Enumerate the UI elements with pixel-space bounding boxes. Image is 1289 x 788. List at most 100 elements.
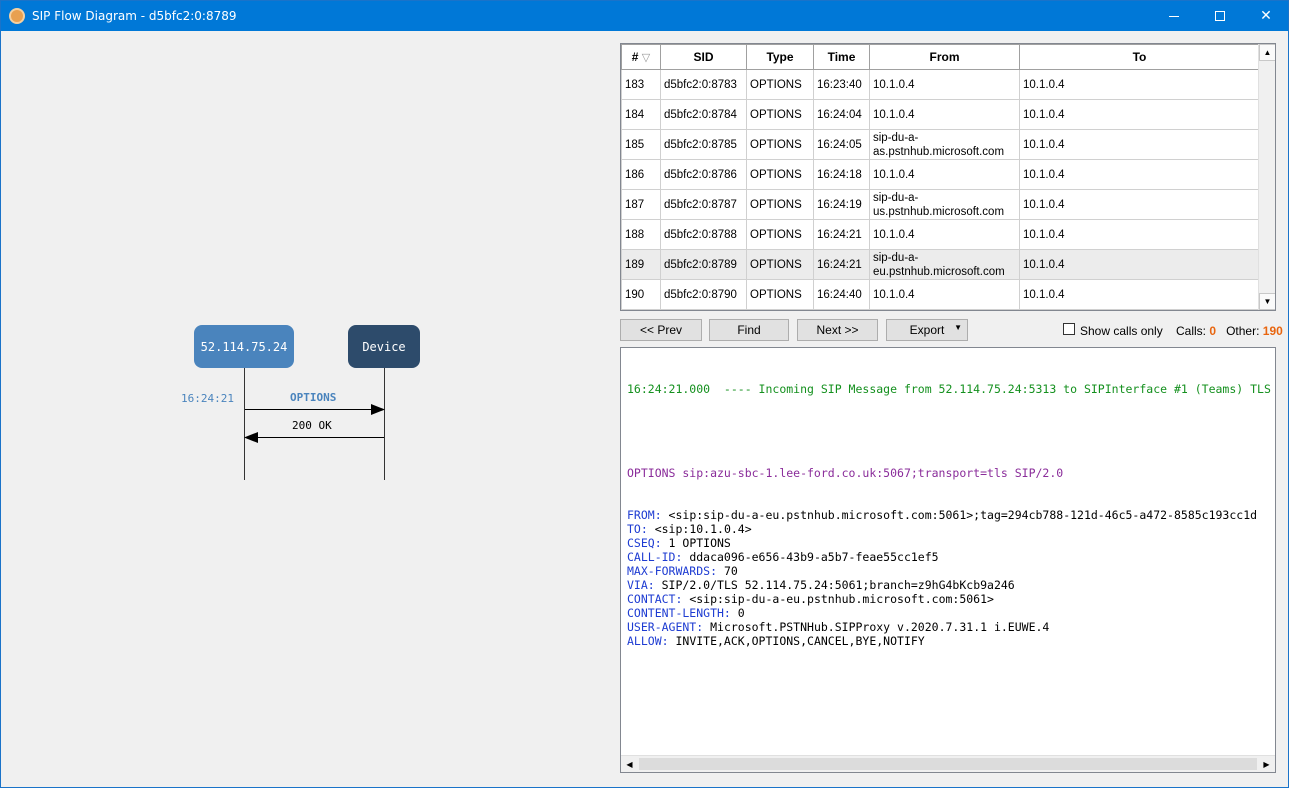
cell-type: OPTIONS (746, 159, 814, 190)
sip-header-line: CALL-ID: ddaca096-e656-43b9-a5b7-feae55c… (627, 550, 1271, 564)
sip-header-name: MAX-FORWARDS: (627, 564, 718, 578)
cell-from: sip-du-a-eu.pstnhub.microsoft.com (869, 249, 1020, 280)
column-header-to[interactable]: To (1019, 44, 1260, 70)
cell-from: sip-du-a-us.pstnhub.microsoft.com (869, 189, 1020, 220)
flow-diagram: 52.114.75.24 Device 16:24:21 OPTIONS 200… (1, 31, 613, 787)
maximize-icon (1215, 11, 1225, 21)
next-button[interactable]: Next >> (797, 319, 878, 341)
sip-header-value: SIP/2.0/TLS 52.114.75.24:5061;branch=z9h… (654, 578, 1015, 592)
column-header-sid[interactable]: SID (660, 44, 747, 70)
triangle-right-icon: ▶ (1263, 759, 1270, 769)
cell-num: 189 (621, 249, 661, 280)
other-label: Other: (1226, 324, 1260, 338)
minimize-button[interactable] (1151, 1, 1197, 31)
cell-time: 16:23:40 (813, 69, 870, 100)
sip-header-value: <sip:10.1.0.4> (647, 522, 752, 536)
arrow-left-icon (244, 432, 258, 443)
window-title: SIP Flow Diagram - d5bfc2:0:8789 (32, 9, 237, 23)
cell-to: 10.1.0.4 (1019, 159, 1260, 190)
cell-num: 184 (621, 99, 661, 130)
cell-sid: d5bfc2:0:8789 (660, 249, 747, 280)
cell-num: 183 (621, 69, 661, 100)
cell-to: 10.1.0.4 (1019, 279, 1260, 310)
close-button[interactable]: ✕ (1243, 1, 1289, 31)
other-count: 190 (1262, 324, 1283, 338)
scroll-left-button[interactable]: ◀ (621, 756, 638, 772)
column-header-time[interactable]: Time (813, 44, 870, 70)
main-content: 52.114.75.24 Device 16:24:21 OPTIONS 200… (1, 31, 1288, 787)
title-bar[interactable]: SIP Flow Diagram - d5bfc2:0:8789 ✕ (1, 1, 1288, 31)
sip-header-line: VIA: SIP/2.0/TLS 52.114.75.24:5061;branc… (627, 578, 1271, 592)
calls-label: Calls: (1176, 324, 1207, 338)
sip-message-text[interactable]: 16:24:21.000 ---- Incoming SIP Message f… (627, 354, 1271, 676)
sip-header-line: ALLOW: INVITE,ACK,OPTIONS,CANCEL,BYE,NOT… (627, 634, 1271, 648)
cell-sid: d5bfc2:0:8788 (660, 219, 747, 250)
show-calls-only-label[interactable]: Show calls only (1080, 324, 1163, 338)
cell-sid: d5bfc2:0:8786 (660, 159, 747, 190)
table-vertical-scrollbar[interactable]: ▲ ▼ (1258, 44, 1275, 310)
request-arrow[interactable] (245, 409, 373, 410)
scroll-down-button[interactable]: ▼ (1259, 293, 1275, 310)
sip-header-name: CONTACT: (627, 592, 683, 606)
cell-from: sip-du-a-as.pstnhub.microsoft.com (869, 129, 1020, 160)
lifeline-device (384, 368, 385, 480)
prev-button[interactable]: << Prev (620, 319, 702, 341)
response-arrow[interactable] (257, 437, 384, 438)
sip-header-value: <sip:sip-du-a-eu.pstnhub.microsoft.com:5… (661, 508, 1258, 522)
endpoint-node-device[interactable]: Device (348, 325, 420, 368)
cell-to: 10.1.0.4 (1019, 129, 1260, 160)
maximize-button[interactable] (1197, 1, 1243, 31)
find-button[interactable]: Find (709, 319, 789, 341)
sip-header-value: <sip:sip-du-a-eu.pstnhub.microsoft.com:5… (682, 592, 994, 606)
sip-header-name: TO: (627, 522, 648, 536)
show-calls-only-checkbox[interactable] (1063, 323, 1075, 335)
column-header-type[interactable]: Type (746, 44, 814, 70)
endpoint-node-remote[interactable]: 52.114.75.24 (194, 325, 294, 368)
export-button[interactable]: Export ▼ (886, 319, 968, 341)
sip-header-line: FROM: <sip:sip-du-a-eu.pstnhub.microsoft… (627, 508, 1271, 522)
horizontal-scroll-thumb[interactable] (639, 758, 1257, 770)
sip-header-line: USER-AGENT: Microsoft.PSTNHub.SIPProxy v… (627, 620, 1271, 634)
sip-header-value: INVITE,ACK,OPTIONS,CANCEL,BYE,NOTIFY (668, 634, 925, 648)
export-label: Export (909, 323, 945, 337)
call-counters: Calls: 0 Other: 190 (1176, 324, 1283, 338)
message-horizontal-scrollbar[interactable]: ◀ ▶ (621, 755, 1275, 772)
response-label[interactable]: 200 OK (292, 419, 332, 432)
cell-to: 10.1.0.4 (1019, 189, 1260, 220)
triangle-down-icon: ▼ (1263, 297, 1272, 306)
cell-num: 188 (621, 219, 661, 250)
cell-time: 16:24:21 (813, 219, 870, 250)
column-header-from[interactable]: From (869, 44, 1020, 70)
cell-type: OPTIONS (746, 249, 814, 280)
cell-from: 10.1.0.4 (869, 219, 1020, 250)
column-header-num[interactable]: # ▽ (621, 44, 661, 70)
cell-from: 10.1.0.4 (869, 279, 1020, 310)
cell-type: OPTIONS (746, 129, 814, 160)
lifeline-remote (244, 368, 245, 480)
sip-header-name: VIA: (627, 578, 655, 592)
cell-num: 190 (621, 279, 661, 310)
triangle-up-icon: ▲ (1263, 48, 1272, 57)
sip-message-viewer[interactable]: 16:24:21.000 ---- Incoming SIP Message f… (620, 347, 1276, 773)
request-label[interactable]: OPTIONS (290, 391, 337, 404)
scroll-up-button[interactable]: ▲ (1259, 44, 1275, 61)
scroll-right-button[interactable]: ▶ (1258, 756, 1275, 772)
cell-to: 10.1.0.4 (1019, 99, 1260, 130)
table-header-row: # ▽ SID Type Time From To (621, 44, 1260, 70)
sip-header-line: MAX-FORWARDS: 70 (627, 564, 1271, 578)
cell-type: OPTIONS (746, 219, 814, 250)
cell-time: 16:24:04 (813, 99, 870, 130)
sip-header-line: CONTACT: <sip:sip-du-a-eu.pstnhub.micros… (627, 592, 1271, 606)
sip-header-value: ddaca096-e656-43b9-a5b7-feae55cc1ef5 (682, 550, 939, 564)
cell-time: 16:24:05 (813, 129, 870, 160)
app-logo-icon (9, 8, 25, 24)
